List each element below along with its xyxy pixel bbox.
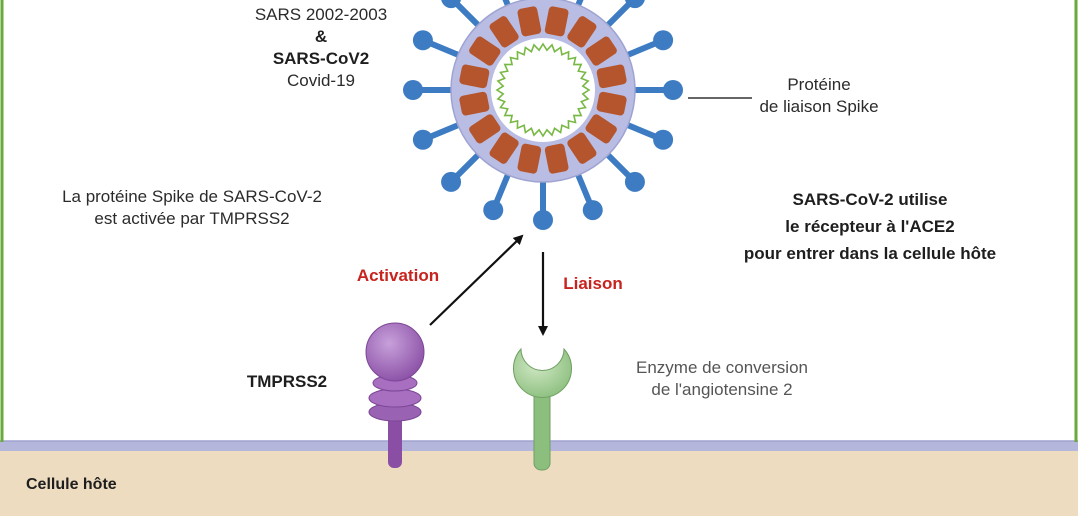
ace2-note-line3: pour entrer dans la cellule hôte xyxy=(743,244,997,263)
spike-head xyxy=(412,30,433,51)
virus-label-line1: SARS 2002-2003 xyxy=(254,5,388,24)
membrane-protein xyxy=(567,16,597,48)
membrane-protein xyxy=(544,143,569,174)
membrane-protein xyxy=(489,132,519,164)
ace2-label-line2: de l'angiotensine 2 xyxy=(651,380,793,399)
virus-label-line4: Covid-19 xyxy=(286,71,356,90)
ace2-label-line1: Enzyme de conversion xyxy=(636,358,808,377)
tmprss2-label: TMPRSS2 xyxy=(246,372,328,391)
coronavirus-particle xyxy=(403,0,683,230)
membrane-protein xyxy=(517,143,542,174)
spike-head xyxy=(653,30,674,51)
spike-head xyxy=(625,0,645,9)
membrane-protein xyxy=(469,114,501,144)
membrane-protein xyxy=(544,6,569,37)
activation-arrow xyxy=(429,234,524,326)
spike-protein-label: Protéine de liaison Spike xyxy=(726,74,912,118)
activation-note-line1: La protéine Spike de SARS-CoV-2 xyxy=(62,187,322,206)
membrane-protein xyxy=(517,6,542,37)
ace2-entry-note: SARS-CoV-2 utilise le récepteur à l'ACE2… xyxy=(694,186,1046,267)
membrane-protein xyxy=(489,16,519,48)
ace2-note-line2: le récepteur à l'ACE2 xyxy=(785,217,955,236)
membrane-protein xyxy=(567,132,597,164)
activation-note-line2: est activée par TMPRSS2 xyxy=(94,209,290,228)
activation-note: La protéine Spike de SARS-CoV-2 est acti… xyxy=(16,186,368,230)
spike-head xyxy=(653,129,674,150)
virus-label: SARS 2002-2003 & SARS-CoV2 Covid-19 xyxy=(214,4,428,92)
membrane-protein xyxy=(585,114,617,144)
spike-head xyxy=(403,80,423,100)
membrane-protein xyxy=(469,36,501,66)
spike-head xyxy=(441,171,462,192)
spike-head xyxy=(412,129,433,150)
spike-head xyxy=(483,200,504,221)
spike-head xyxy=(582,200,603,221)
ace2-enzyme-label: Enzyme de conversion de l'angiotensine 2 xyxy=(596,357,848,401)
viral-core xyxy=(491,38,595,142)
spike-head xyxy=(533,210,553,230)
membrane-protein xyxy=(459,64,490,89)
tmprss2-protein xyxy=(365,322,425,468)
spike-head xyxy=(441,0,461,9)
ace2-note-line1: SARS-CoV-2 utilise xyxy=(792,190,948,209)
spike-head xyxy=(663,80,683,100)
liaison-arrow-label: Liaison xyxy=(563,274,623,293)
ace2-receptor xyxy=(513,347,572,471)
spike-label-line1: Protéine xyxy=(787,75,851,94)
membrane-protein xyxy=(596,91,627,116)
membrane-protein xyxy=(596,64,627,89)
host-cell-label: Cellule hôte xyxy=(26,476,117,493)
spike-label-line2: de liaison Spike xyxy=(759,97,879,116)
virus-label-line2: & xyxy=(314,27,328,46)
virus-label-line3: SARS-CoV2 xyxy=(272,49,370,68)
spike-head xyxy=(624,171,645,192)
membrane-protein xyxy=(459,91,490,116)
membrane-protein xyxy=(585,36,617,66)
viral-rna xyxy=(495,42,591,138)
activation-arrow-label: Activation xyxy=(356,266,440,285)
